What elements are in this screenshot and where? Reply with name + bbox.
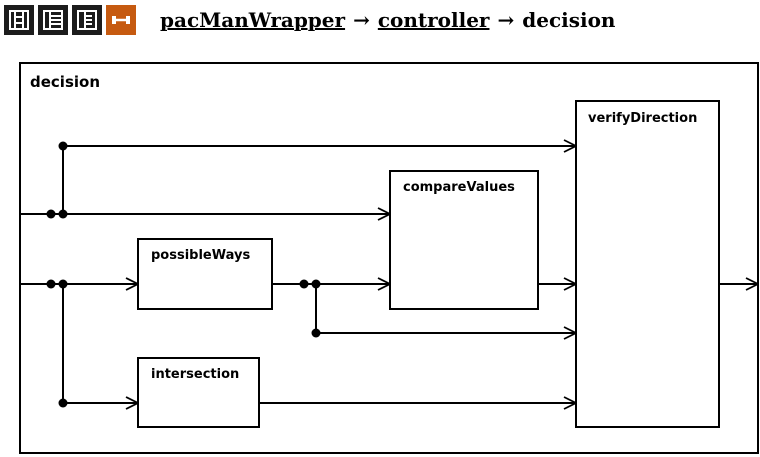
toolbar xyxy=(4,5,140,35)
breadcrumb: pacManWrapper → controller → decision xyxy=(160,6,615,34)
junction-dot xyxy=(58,209,68,219)
connector-view-button[interactable] xyxy=(106,5,136,35)
block-compare-values-label: compareValues xyxy=(403,180,515,195)
block-intersection-label: intersection xyxy=(151,367,239,382)
block-verify-direction[interactable] xyxy=(575,100,720,428)
detail-view-icon xyxy=(77,10,97,30)
junction-dot xyxy=(311,328,321,338)
structure-view-icon xyxy=(9,10,29,30)
detail-view-button[interactable] xyxy=(72,5,102,35)
junction-dot xyxy=(58,398,68,408)
breadcrumb-separator: → xyxy=(353,8,370,32)
junction-dot xyxy=(58,279,68,289)
breadcrumb-item-controller[interactable]: controller xyxy=(377,8,490,32)
junction-dot xyxy=(58,141,68,151)
breadcrumb-separator: → xyxy=(497,8,515,32)
junction-dot xyxy=(311,279,321,289)
block-intersection[interactable] xyxy=(137,357,260,428)
list-view-icon xyxy=(43,10,63,30)
breadcrumb-item-decision: decision xyxy=(522,8,616,32)
junction-dot xyxy=(46,279,56,289)
junction-dot xyxy=(46,209,56,219)
block-possible-ways-label: possibleWays xyxy=(151,248,250,263)
breadcrumb-item-pacmanwrapper[interactable]: pacManWrapper xyxy=(160,8,346,32)
outer-subsystem-label: decision xyxy=(30,73,100,91)
block-verify-direction-label: verifyDirection xyxy=(588,111,697,126)
block-possible-ways[interactable] xyxy=(137,238,273,310)
block-compare-values[interactable] xyxy=(389,170,539,310)
structure-view-button[interactable] xyxy=(4,5,34,35)
connector-view-icon xyxy=(112,16,130,24)
junction-dot xyxy=(299,279,309,289)
list-view-button[interactable] xyxy=(38,5,68,35)
